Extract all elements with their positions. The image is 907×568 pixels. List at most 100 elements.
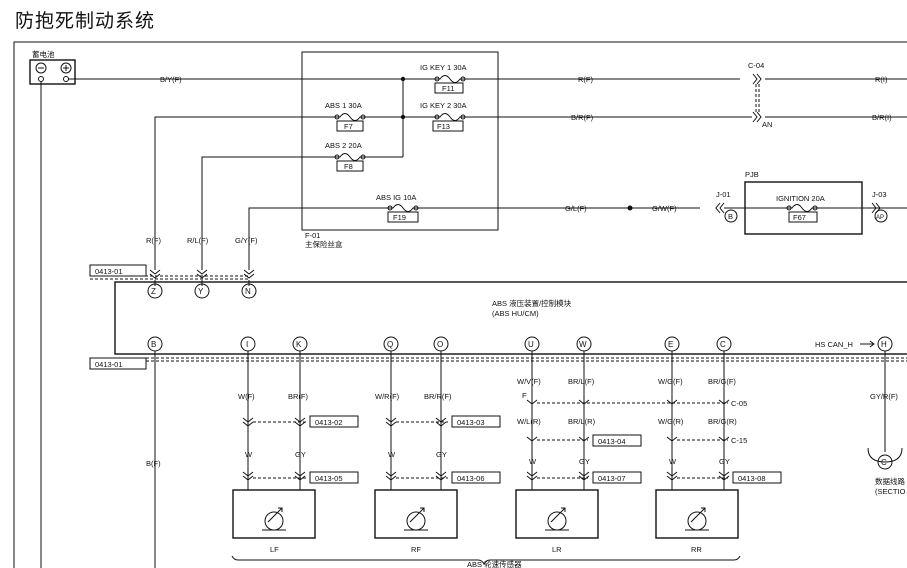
pin-w: W	[576, 336, 592, 352]
sensor-rr: RR	[655, 489, 739, 554]
sensor-lr: LR	[515, 489, 599, 554]
svg-text:LR: LR	[552, 545, 562, 554]
svg-text:B: B	[728, 212, 733, 221]
svg-text:GY: GY	[295, 450, 306, 459]
wire-glf: G/L(F)	[565, 204, 587, 213]
svg-text:B: B	[151, 340, 156, 349]
pin-u: U	[524, 336, 540, 352]
svg-text:J-01: J-01	[716, 190, 731, 199]
wire-gyf: G/Y(F)	[235, 236, 258, 245]
svg-text:F11: F11	[442, 84, 454, 93]
fuse-abs-ig: ABS IG 10A F19	[376, 193, 419, 223]
svg-text:K: K	[296, 340, 302, 349]
svg-text:W: W	[669, 457, 677, 466]
ref-0413-08: 0413-08	[738, 474, 766, 483]
svg-text:GY/R(F): GY/R(F)	[870, 392, 898, 401]
pin-n: N	[241, 283, 257, 299]
svg-text:W/R(F): W/R(F)	[375, 392, 400, 401]
svg-text:ABS IG 10A: ABS IG 10A	[376, 193, 416, 202]
svg-text:F7: F7	[344, 122, 353, 131]
pin-y: Y	[194, 283, 210, 299]
svg-text:GY: GY	[579, 457, 590, 466]
wire-bf: B(F)	[146, 459, 161, 468]
fuse-box-name: 主保险丝盒	[305, 239, 343, 249]
ref-0413-03: 0413-03	[457, 418, 485, 427]
svg-text:ABS 1 30A: ABS 1 30A	[325, 101, 362, 110]
diagram-frame	[13, 41, 907, 568]
svg-text:W: W	[579, 340, 587, 349]
ref-0413-07: 0413-07	[598, 474, 626, 483]
svg-text:W: W	[245, 450, 253, 459]
svg-text:F13: F13	[437, 122, 450, 131]
connector-j01: J-01 B	[715, 190, 738, 223]
svg-text:I: I	[246, 340, 248, 349]
wire-rlf: R/L(F)	[187, 236, 209, 245]
pin-z: Z	[147, 283, 163, 299]
pin-o: O	[433, 336, 449, 352]
svg-text:RF: RF	[411, 545, 421, 554]
module-name-en: (ABS HU/CM)	[492, 309, 539, 318]
svg-text:W/L(R): W/L(R)	[517, 417, 541, 426]
svg-text:LF: LF	[270, 545, 279, 554]
svg-text:BR/G(R): BR/G(R)	[708, 417, 737, 426]
svg-text:N: N	[245, 287, 251, 296]
wire-byf: B/Y(F)	[160, 75, 182, 84]
connector-c15: C-15	[731, 436, 747, 445]
svg-text:GY: GY	[436, 450, 447, 459]
svg-text:RR: RR	[691, 545, 702, 554]
ref-0413-05: 0413-05	[315, 474, 343, 483]
fuse-ig-key1: IG KEY 1 30A F11	[420, 63, 467, 94]
pin-q: Q	[383, 336, 399, 352]
svg-text:J-03: J-03	[872, 190, 887, 199]
svg-text:U: U	[528, 340, 534, 349]
svg-text:Z: Z	[151, 287, 156, 296]
svg-text:E: E	[668, 340, 673, 349]
svg-text:IG KEY 1 30A: IG KEY 1 30A	[420, 63, 467, 72]
wire-rf: R(F)	[146, 236, 161, 245]
svg-text:F67: F67	[793, 213, 806, 222]
pin-b: B	[147, 336, 163, 352]
svg-text:数据线路: 数据线路	[875, 476, 905, 486]
fuse-abs2: ABS 2 20A F8	[325, 141, 366, 172]
svg-text:W(F): W(F)	[238, 392, 255, 401]
can-label: HS CAN_H	[815, 340, 853, 349]
fuse-box-id: F-01	[305, 231, 320, 240]
svg-text:Q: Q	[387, 340, 393, 349]
svg-text:Y: Y	[198, 287, 204, 296]
svg-text:C-04: C-04	[748, 61, 764, 70]
ref-0413-01-bottom: 0413-01	[95, 360, 123, 369]
svg-text:AP: AP	[876, 215, 884, 221]
abs-module	[114, 281, 907, 355]
svg-text:BR/L(R): BR/L(R)	[568, 417, 596, 426]
svg-text:W: W	[388, 450, 396, 459]
pin-c: C	[716, 336, 732, 352]
ref-0413-01-top: 0413-01	[95, 267, 123, 276]
svg-text:BR/R(F): BR/R(F)	[424, 392, 452, 401]
svg-text:C: C	[881, 458, 887, 467]
svg-text:(SECTIO: (SECTIO	[875, 487, 906, 496]
svg-text:BR(F): BR(F)	[288, 392, 308, 401]
dlc-connector: C 数据线路 (SECTIO	[867, 447, 906, 496]
svg-text:GY: GY	[719, 457, 730, 466]
battery: 蓄电池	[29, 49, 76, 85]
svg-text:O: O	[437, 340, 443, 349]
wire-rf-top: R(F)	[578, 75, 593, 84]
fuse-ig-key2: IG KEY 2 30A F13	[420, 101, 467, 132]
wire-ri: R(I)	[875, 75, 888, 84]
connector-c04: C-04 AN	[748, 61, 772, 129]
svg-text:BR/G(F): BR/G(F)	[708, 377, 736, 386]
main-fuse-box	[301, 51, 499, 231]
svg-text:PJB: PJB	[745, 170, 759, 179]
connector-an: AN	[762, 120, 772, 129]
svg-text:H: H	[881, 340, 887, 349]
wire-brf-top: B/R(F)	[571, 113, 594, 122]
wire-bri: B/R(I)	[872, 113, 892, 122]
pjb-box: PJB IGNITION 20A F67	[744, 170, 863, 235]
sensor-group-label: ABS 轮速传感器	[467, 559, 522, 568]
module-name-cn: ABS 液压装置/控制模块	[492, 298, 572, 308]
svg-text:W/G(F): W/G(F)	[658, 377, 683, 386]
ref-0413-04: 0413-04	[598, 437, 626, 446]
svg-text:BR/L(F): BR/L(F)	[568, 377, 595, 386]
svg-text:ABS 2 20A: ABS 2 20A	[325, 141, 362, 150]
